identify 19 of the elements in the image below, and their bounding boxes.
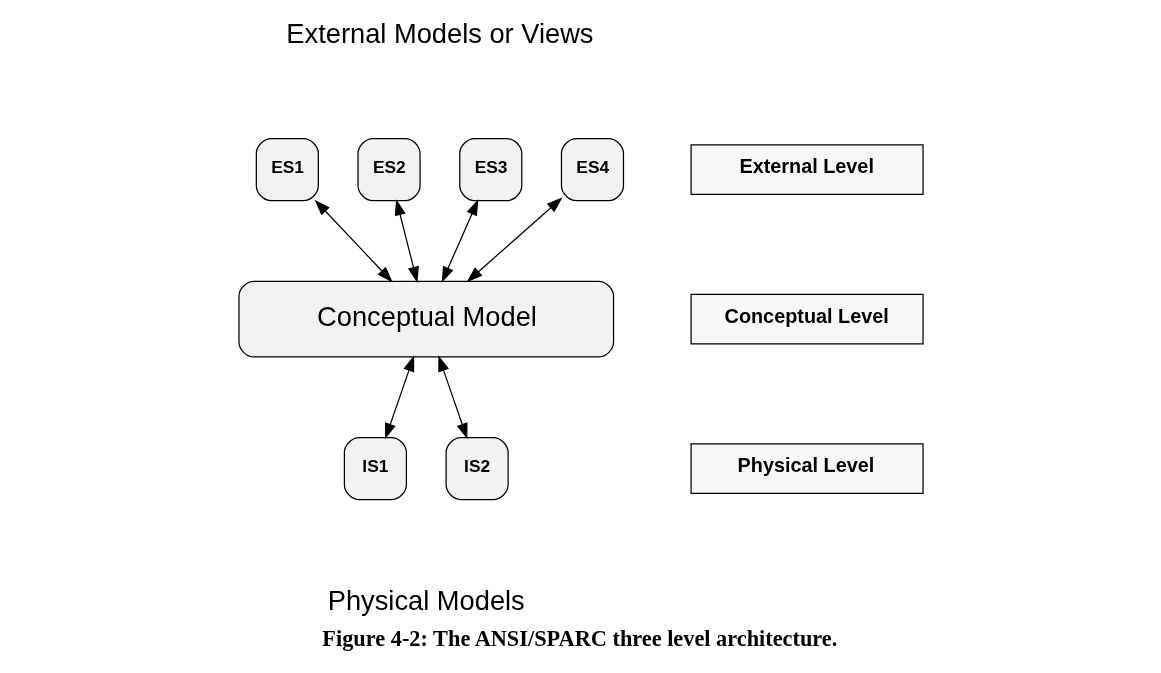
node-box: ES3 (458, 138, 522, 202)
label: Physical Models (327, 584, 525, 616)
node-box: ES2 (356, 138, 421, 202)
arrow (466, 197, 563, 283)
label: External Models or Views (285, 17, 593, 49)
node-box: ES1 (255, 138, 319, 202)
node-box: Conceptual Model (237, 280, 614, 358)
caption: Figure 4-2: The ANSI/SPARC three level architecture. (321, 626, 837, 652)
arrow (384, 355, 414, 440)
node-box: ES4 (560, 138, 624, 202)
node-box: IS2 (445, 436, 509, 501)
arrow (441, 199, 478, 283)
arrow (437, 355, 467, 440)
node-box: Conceptual Level (689, 293, 924, 345)
node-box: IS1 (343, 436, 407, 501)
arrow (314, 199, 393, 283)
node-box: Physical Level (689, 443, 924, 495)
arrow (394, 199, 419, 283)
node-box: External Level (689, 144, 924, 196)
